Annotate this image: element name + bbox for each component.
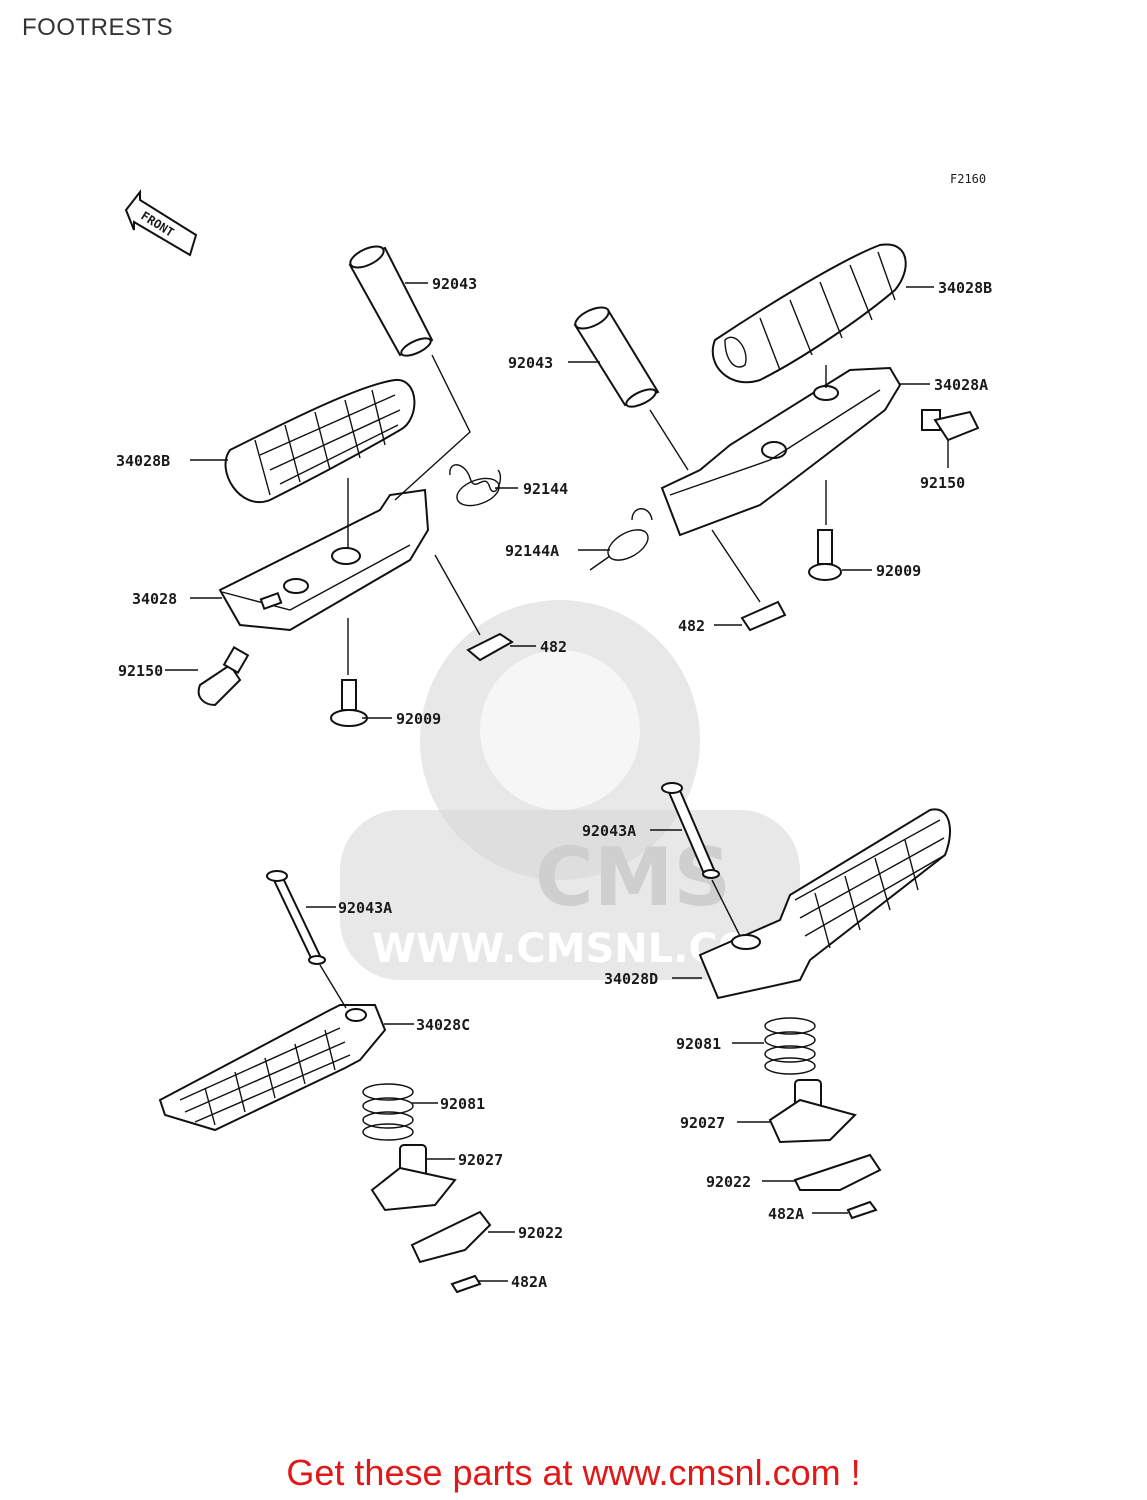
part-92022-left xyxy=(410,1210,492,1264)
upper-left-assembly: 92043 34028B 92144 34028 482 92150 92009 xyxy=(116,245,568,728)
front-arrow-icon: FRONT xyxy=(124,189,198,257)
rubber-34028b-left xyxy=(224,378,416,503)
leaders-upper-left xyxy=(165,282,536,719)
pin-92043a-right xyxy=(661,782,720,879)
label-92144: 92144 xyxy=(523,480,568,498)
spring-92144a xyxy=(589,508,653,571)
pin-482-right xyxy=(740,600,787,632)
label-34028b-b: 34028B xyxy=(938,279,992,297)
label-92009-a: 92009 xyxy=(396,710,441,728)
label-482a-a: 482A xyxy=(768,1205,804,1223)
label-92081-b: 92081 xyxy=(440,1095,485,1113)
label-92009-b: 92009 xyxy=(876,562,921,580)
part-92027-right xyxy=(768,1079,857,1144)
label-92081-a: 92081 xyxy=(676,1035,721,1053)
bolt-92150-left xyxy=(197,645,250,707)
label-34028: 34028 xyxy=(132,590,177,608)
label-34028d: 34028D xyxy=(604,970,658,988)
label-92043a-b: 92043A xyxy=(338,899,392,917)
leaders-upper-right xyxy=(568,286,949,626)
spring-92081-left xyxy=(362,1083,414,1141)
footrest-34028 xyxy=(218,488,430,632)
rubber-34028b-right xyxy=(711,243,907,384)
pin-92043-left xyxy=(348,245,434,357)
page-title: FOOTRESTS xyxy=(22,14,174,41)
bolt-92009-left xyxy=(330,679,368,727)
footrest-34028d xyxy=(698,808,951,1000)
pin-92043a-left xyxy=(266,870,326,965)
upper-right-assembly: 34028B 92043 34028A 92150 92144A 92009 4… xyxy=(505,243,992,635)
label-92150-a: 92150 xyxy=(118,662,163,680)
leaders-lower-right xyxy=(650,829,848,1214)
label-92022-a: 92022 xyxy=(706,1173,751,1191)
pin-482a-left xyxy=(450,1274,482,1294)
label-92150-b: 92150 xyxy=(920,474,965,492)
cms-watermark: CMS WWW.CMSNL.COM xyxy=(340,600,800,980)
lower-left-assembly: 92043A 34028C 92081 92027 92022 482A xyxy=(158,870,563,1294)
footrest-34028a xyxy=(660,366,902,537)
ref-code: F2160 xyxy=(950,172,986,186)
label-92043-a: 92043 xyxy=(432,275,477,293)
footer-link-text[interactable]: Get these parts at www.cmsnl.com ! xyxy=(286,1452,861,1493)
label-482-b: 482 xyxy=(678,617,705,635)
label-92043a-a: 92043A xyxy=(582,822,636,840)
label-92027-a: 92027 xyxy=(680,1114,725,1132)
bolt-92009-right xyxy=(808,529,842,581)
leaders-lower-left xyxy=(306,906,515,1282)
pin-92043-right xyxy=(573,306,660,408)
label-92022-b: 92022 xyxy=(518,1224,563,1242)
label-482-a: 482 xyxy=(540,638,567,656)
label-92043-b: 92043 xyxy=(508,354,553,372)
part-92027-left xyxy=(370,1144,457,1212)
label-92144a: 92144A xyxy=(505,542,559,560)
lower-right-assembly: 92043A 34028D 92081 92027 92022 482A xyxy=(582,782,951,1223)
pin-482a-right xyxy=(846,1200,878,1220)
label-34028a: 34028A xyxy=(934,376,988,394)
pin-482-left xyxy=(466,632,514,662)
label-34028c: 34028C xyxy=(416,1016,470,1034)
label-482a-b: 482A xyxy=(511,1273,547,1291)
footrest-34028c xyxy=(158,1004,387,1132)
spring-92081-right xyxy=(764,1017,816,1075)
spring-92144 xyxy=(449,464,502,507)
bolt-92150-right xyxy=(921,409,980,442)
label-34028b-a: 34028B xyxy=(116,452,170,470)
part-92022-right xyxy=(793,1153,882,1191)
label-92027-b: 92027 xyxy=(458,1151,503,1169)
